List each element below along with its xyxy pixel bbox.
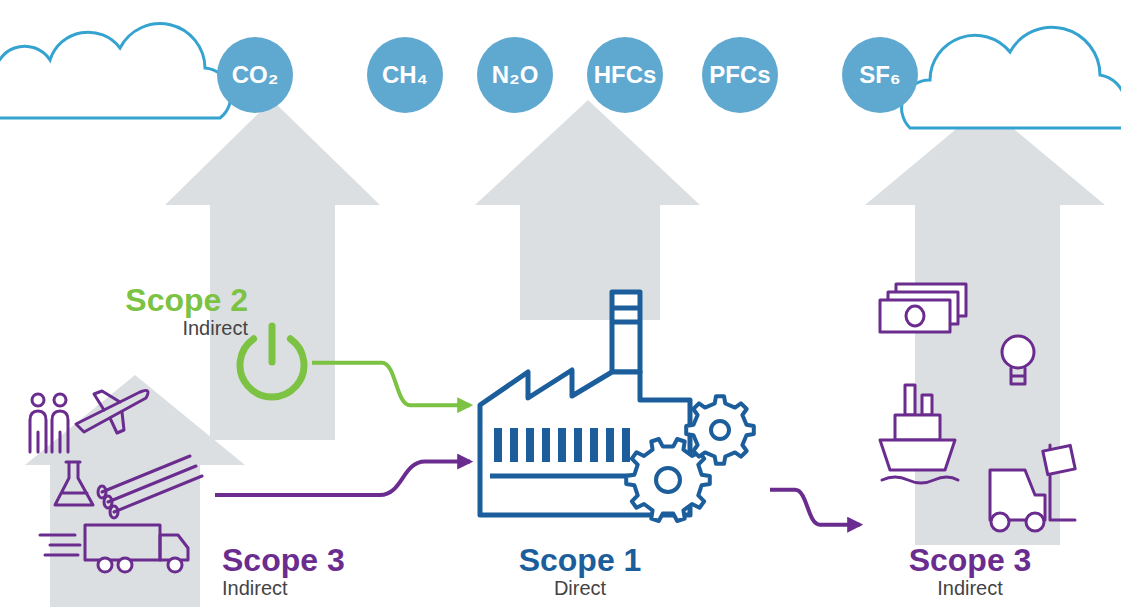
gas-label: HFCs (594, 61, 657, 89)
gas-circle: N₂O (477, 37, 553, 113)
scope-label: Scope 2Indirect (125, 283, 248, 339)
scope-group: Scope 3Indirect (860, 285, 1080, 540)
clouds (0, 24, 1121, 128)
power-icon (240, 326, 304, 397)
gas-label: CH₄ (382, 61, 428, 89)
scope-heading: Scope 3 (860, 543, 1080, 577)
scope-group: Scope 3Indirect (25, 385, 215, 578)
gas-circle: SF₆ (842, 37, 918, 113)
scope-heading: Scope 1 (470, 543, 690, 577)
scope-heading: Scope 3 (222, 543, 345, 577)
scope-label: Scope 3Indirect (222, 543, 345, 599)
flow-connector (770, 490, 860, 525)
gas-circle: PFCs (702, 37, 778, 113)
scope-group: Scope 1Direct (470, 290, 770, 525)
downstream-icons (880, 284, 1075, 531)
gas-label: CO₂ (232, 61, 279, 89)
flow-connector (312, 363, 470, 405)
scope-kind: Indirect (125, 317, 248, 339)
gas-label: PFCs (709, 61, 770, 89)
gas-label: SF₆ (859, 61, 901, 89)
scope-kind: Direct (470, 577, 690, 599)
gas-circle: CH₄ (367, 37, 443, 113)
scope-kind: Indirect (860, 577, 1080, 599)
flow-connector (215, 462, 470, 495)
scope-label: Scope 3Indirect (860, 543, 1080, 599)
gear-icons (626, 396, 754, 521)
scope-label: Scope 1Direct (470, 543, 690, 599)
gas-circle: HFCs (587, 37, 663, 113)
factory-icon (480, 292, 690, 515)
scope-heading: Scope 2 (125, 283, 248, 317)
emission-arrows (25, 100, 1105, 607)
upstream-icons (30, 390, 202, 572)
scope-group: Scope 2Indirect (232, 325, 312, 402)
gas-label: N₂O (492, 61, 539, 89)
scope-kind: Indirect (222, 577, 345, 599)
gas-circle: CO₂ (217, 37, 293, 113)
